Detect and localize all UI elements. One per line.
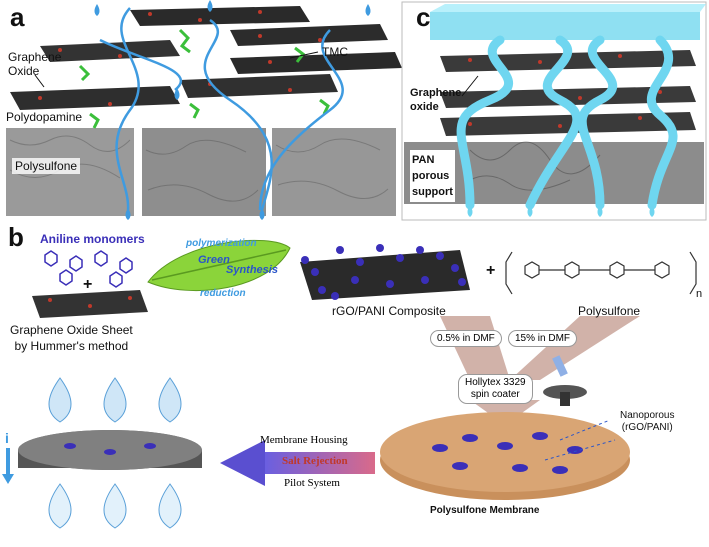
tmc-label: TMC [322,45,348,59]
feed-water-droplets [48,377,182,423]
panel-c-label: c [416,2,431,32]
rgo-pani-composite-icon [300,244,470,300]
go-sheet-line2: by Hummer's method [14,339,129,353]
polysulfone-label-b: Polysulfone [578,304,641,318]
funnel-right [510,316,640,380]
salt-rejection-label: Salt Rejection [282,455,348,467]
spin-coater-box: Hollytex 3329 spin coater [458,374,533,404]
rgo-pani-label: rGO/PANI Composite [332,304,446,318]
go-sheet-label: Graphene Oxide Sheet by Hummer's method [10,322,133,354]
go-sheet-line1: Graphene Oxide Sheet [10,323,133,337]
graphene-line2: oxide [410,101,439,113]
spin-coater-line1: Hollytex 3329 [465,377,526,388]
aniline-monomer-icons [44,250,133,288]
dmf-right-box: 15% in DMF [508,330,578,347]
leaf-green: Green [198,254,230,266]
pan-line3: support [412,186,453,198]
graphene-oxide-label-a: Graphene Oxide [8,50,61,78]
nanoporous-line2: (rGO/PANI) [621,422,673,433]
membrane-housing-label: Membrane Housing [260,434,348,446]
pilot-system-label: Pilot System [284,477,340,489]
polydopamine-label: Polydopamine [6,110,83,124]
pan-line1: PAN [412,154,435,166]
graphene-oxide-label-c: Graphene oxide [410,86,461,114]
flow-arrow-glyph: i [5,430,9,446]
dmf-left-box: 0.5% in DMF [430,330,502,347]
cyan-reservoir [430,12,700,40]
plus-sign-2: + [486,262,496,279]
polysulfone-structure-icon [505,251,697,295]
polysulfone-membrane-label: Polysulfone Membrane [430,505,540,516]
spin-coater-line2: spin coater [470,389,520,400]
panel-b-label: b [8,222,24,252]
permeate-water-droplets [48,483,182,529]
graphene-oxide-line2: Oxide [8,64,40,78]
nanoporous-line1: Nanoporous [620,410,675,421]
subscript-n: n [696,288,703,300]
aniline-monomers-label: Aniline monomers [40,232,145,246]
nanoporous-label: Nanoporous (rGO/PANI) [620,410,674,434]
pan-line2: porous [412,170,450,182]
leaf-polymerization: polymerization [186,238,257,249]
plus-sign-1: + [83,276,93,293]
sem-image-2 [142,128,266,216]
pan-support-label: PAN porous support [410,150,455,202]
leaf-reduction: reduction [200,288,246,299]
graphene-line1: Graphene [410,87,462,99]
polysulfone-label-a: Polysulfone [12,158,81,174]
graphene-oxide-line1: Graphene [8,50,62,64]
panel-a-label: a [10,2,25,32]
funnel-left [440,316,510,380]
leaf-synthesis: Synthesis [226,264,278,276]
